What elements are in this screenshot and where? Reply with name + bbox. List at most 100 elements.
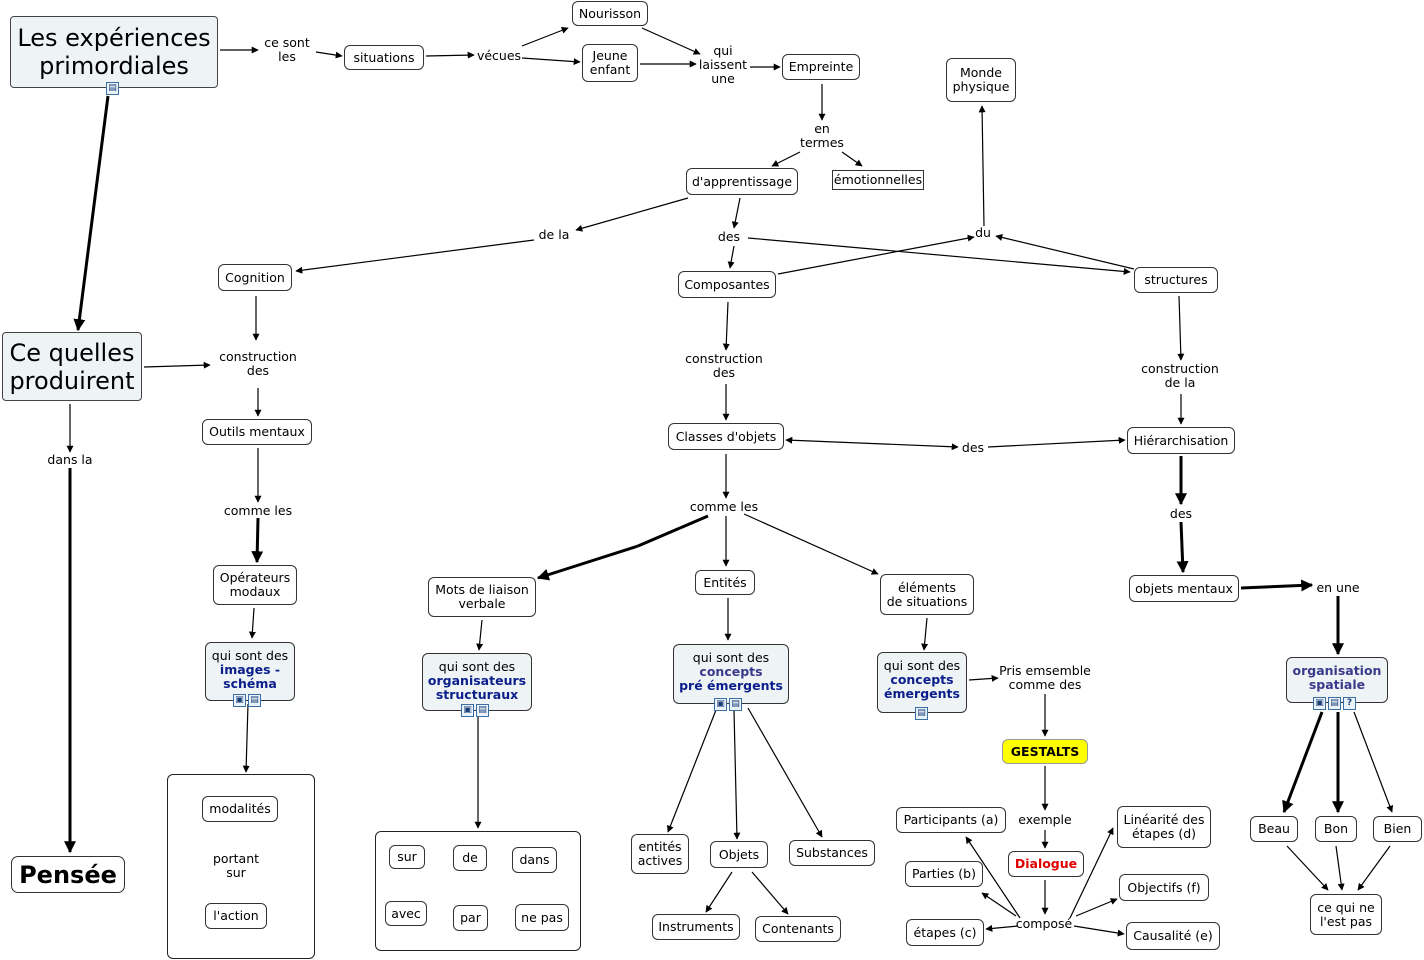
node-entites[interactable]: Entités xyxy=(695,570,755,595)
node-composantes[interactable]: Composantes xyxy=(678,271,776,298)
node-mots-liaison[interactable]: Mots de liaison verbale xyxy=(428,577,536,617)
node-structures[interactable]: structures xyxy=(1134,267,1218,293)
image-icon[interactable]: ▣ xyxy=(461,704,474,717)
document-icon[interactable]: ▤ xyxy=(106,82,119,95)
node-hierarchisation[interactable]: Hiérarchisation xyxy=(1127,427,1235,454)
resource-icons[interactable]: ▣▤ xyxy=(461,704,489,717)
node-operateurs-modaux[interactable]: Opérateurs modaux xyxy=(213,565,297,605)
link-construction-de-la: construction de la xyxy=(1141,361,1219,390)
node-organisation-spatiale[interactable]: organisation spatiale xyxy=(1286,657,1388,703)
resource-icons[interactable]: ▣▤? xyxy=(1313,697,1356,710)
node-jeune-enfant[interactable]: Jeune enfant xyxy=(582,44,638,82)
node-modalites[interactable]: modalités xyxy=(202,796,278,822)
node-bien[interactable]: Bien xyxy=(1373,816,1422,842)
node-par[interactable]: par xyxy=(453,905,488,931)
node-objets-mentaux[interactable]: objets mentaux xyxy=(1129,575,1239,602)
node-apprentissage[interactable]: d'apprentissage xyxy=(686,168,798,195)
node-label: Composantes xyxy=(684,276,770,292)
document-icon[interactable]: ▤ xyxy=(729,698,742,711)
link-line xyxy=(575,197,689,232)
link-line xyxy=(641,27,701,55)
node-label: l'action xyxy=(213,908,259,923)
node-ce-quelles-produirent[interactable]: Ce quelles produirent xyxy=(2,332,142,401)
node-label-bold: organisation spatiale xyxy=(1292,663,1382,692)
resource-icons[interactable]: ▤ xyxy=(106,82,119,95)
document-icon[interactable]: ▤ xyxy=(476,704,489,717)
node-label: qui sont des xyxy=(438,659,516,674)
node-action[interactable]: l'action xyxy=(205,903,267,929)
node-cognition[interactable]: Cognition xyxy=(218,264,292,291)
link-line xyxy=(981,892,1017,917)
node-label-bold: concepts émergents xyxy=(884,672,960,701)
node-ce-qui-ne-lest-pas[interactable]: ce qui ne l'est pas xyxy=(1310,894,1382,935)
image-icon[interactable]: ▣ xyxy=(233,694,246,707)
node-avec[interactable]: avec xyxy=(385,901,427,926)
link-line xyxy=(1282,711,1324,814)
node-linearite[interactable]: Linéarité des étapes (d) xyxy=(1117,806,1211,848)
node-sur[interactable]: sur xyxy=(389,845,425,869)
node-dans[interactable]: dans xyxy=(512,847,557,873)
node-label: émotionnelles xyxy=(833,172,923,187)
node-instruments[interactable]: Instruments xyxy=(652,914,740,940)
node-gestalts[interactable]: GESTALTS xyxy=(1002,739,1088,764)
node-parties[interactable]: Parties (b) xyxy=(905,861,983,887)
node-dialogue[interactable]: Dialogue xyxy=(1008,851,1084,877)
link-line xyxy=(1357,845,1391,891)
image-icon[interactable]: ▣ xyxy=(1313,697,1326,710)
node-label: Linéarité des étapes (d) xyxy=(1123,812,1205,841)
node-label: dans xyxy=(519,852,550,867)
node-outils-mentaux[interactable]: Outils mentaux xyxy=(202,419,312,445)
node-etapes[interactable]: étapes (c) xyxy=(906,919,984,946)
node-entites-actives[interactable]: entités actives xyxy=(631,834,689,874)
node-situations[interactable]: situations xyxy=(344,45,424,70)
node-label: Bien xyxy=(1383,821,1412,836)
node-nourisson[interactable]: Nourisson xyxy=(572,1,648,26)
node-label: Dialogue xyxy=(1014,856,1078,871)
node-label: Hiérarchisation xyxy=(1133,432,1229,448)
node-elements-situations[interactable]: éléments de situations xyxy=(880,574,974,615)
node-causalite[interactable]: Causalité (e) xyxy=(1126,922,1220,950)
node-concepts-pre-emergents[interactable]: qui sont des concepts pré émergents xyxy=(673,644,789,704)
node-label: d'apprentissage xyxy=(691,173,793,189)
node-pensee[interactable]: Pensée xyxy=(11,856,125,893)
node-contenants[interactable]: Contenants xyxy=(755,916,841,942)
link-en-termes: en termes xyxy=(800,121,844,150)
node-label: Entités xyxy=(703,574,747,590)
node-label-bold: images - schéma xyxy=(219,662,281,691)
link-du: du xyxy=(975,225,991,240)
node-label: sur xyxy=(397,849,417,864)
node-concepts-emergents[interactable]: qui sont des concepts émergents xyxy=(877,652,967,713)
resource-icons[interactable]: ▣▤ xyxy=(233,694,261,707)
node-de[interactable]: de xyxy=(453,845,487,871)
question-icon[interactable]: ? xyxy=(1343,697,1356,710)
node-label: ce qui ne l'est pas xyxy=(1317,899,1375,929)
document-icon[interactable]: ▤ xyxy=(248,694,261,707)
node-objectifs[interactable]: Objectifs (f) xyxy=(1119,874,1209,901)
link-line xyxy=(978,105,986,227)
document-icon[interactable]: ▤ xyxy=(1328,697,1341,710)
node-empreinte[interactable]: Empreinte xyxy=(782,54,860,80)
node-emotionnelles[interactable]: émotionnelles xyxy=(832,170,924,190)
link-line xyxy=(777,234,975,275)
node-label: Les expériences primordiales xyxy=(17,24,211,80)
node-objets[interactable]: Objets xyxy=(710,841,768,868)
node-participants[interactable]: Participants (a) xyxy=(896,807,1006,833)
document-icon[interactable]: ▤ xyxy=(915,707,928,720)
node-experiences-primordiales[interactable]: Les expériences primordiales xyxy=(10,16,218,88)
image-icon[interactable]: ▣ xyxy=(714,698,727,711)
link-line xyxy=(521,57,581,66)
node-label: objets mentaux xyxy=(1135,580,1233,596)
node-images-schema[interactable]: qui sont des images - schéma xyxy=(205,642,295,701)
node-bon[interactable]: Bon xyxy=(1315,816,1357,842)
node-monde-physique[interactable]: Monde physique xyxy=(946,58,1016,102)
node-classes-objets[interactable]: Classes d'objets xyxy=(668,423,784,450)
link-construction-des-2: construction des xyxy=(685,351,763,380)
node-organisateurs-structuraux[interactable]: qui sont des organisateurs structuraux xyxy=(422,653,532,711)
node-beau[interactable]: Beau xyxy=(1250,816,1298,842)
node-ne-pas[interactable]: ne pas xyxy=(515,904,569,931)
link-de-la: de la xyxy=(538,227,570,242)
node-label: Bon xyxy=(1323,821,1349,836)
resource-icons[interactable]: ▣▤ xyxy=(714,698,742,711)
node-substances[interactable]: Substances xyxy=(789,840,875,866)
resource-icons[interactable]: ▤ xyxy=(915,707,928,720)
